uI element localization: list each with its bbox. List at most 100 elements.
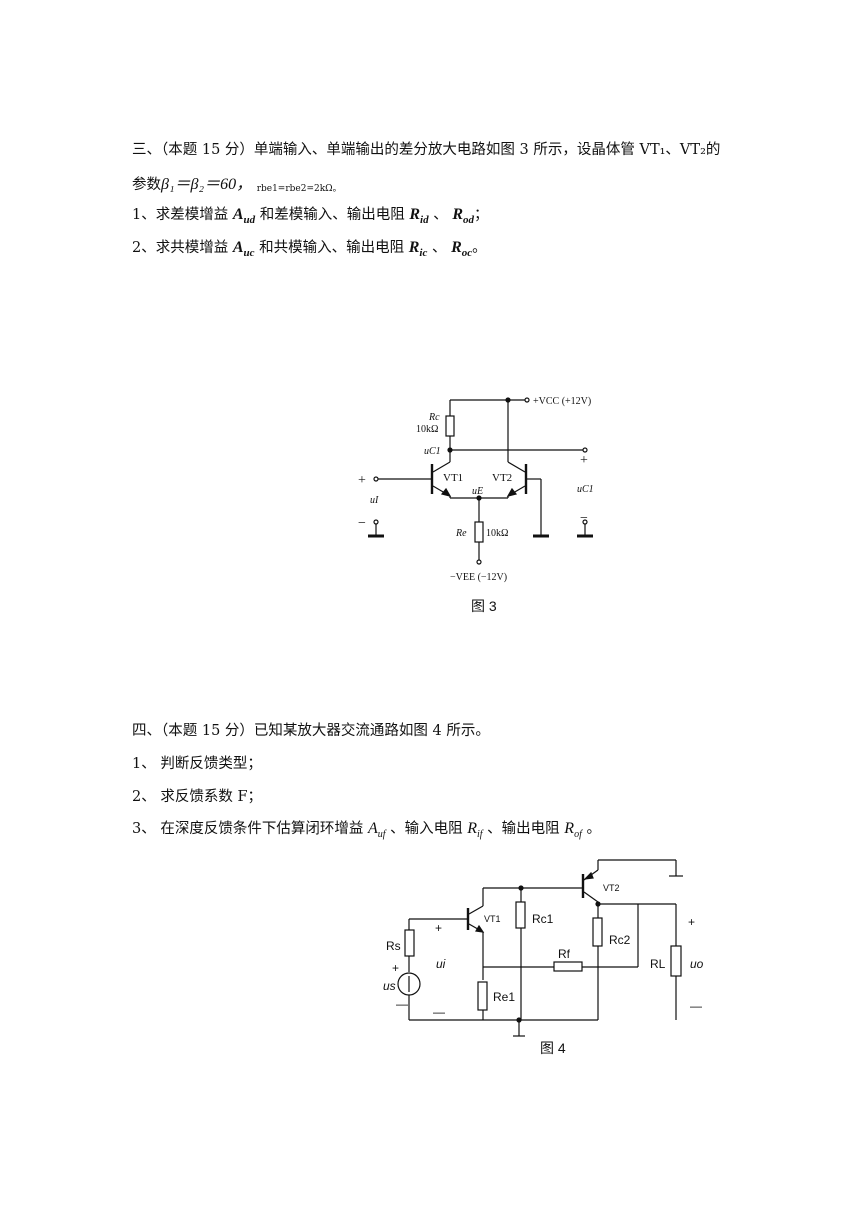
- problem3-q1: 1、求差模增益 Aud 和差模输入、输出电阻 Rid 、 Rod；: [132, 203, 488, 226]
- fig4-uo-minus: —: [690, 999, 702, 1013]
- fig3-out-minus: −: [580, 511, 588, 526]
- q2-ric-sub: ic: [419, 247, 428, 260]
- q2-text1: 2、求共模增益: [132, 240, 233, 256]
- fig4-uo-label: uo: [690, 957, 704, 971]
- fig3-vt2-collector: [507, 461, 526, 473]
- q3-rof: Rof: [564, 820, 582, 841]
- q1-end: ；: [473, 207, 489, 223]
- fig4-us-label: us: [383, 979, 396, 993]
- figure4-caption: 图 4: [540, 1040, 566, 1056]
- q2-auc: Auc: [232, 239, 255, 260]
- fig4-rc1-label: Rc1: [532, 912, 554, 926]
- fig3-vt1-label: VT1: [443, 472, 463, 484]
- q1-aud: Aud: [232, 206, 256, 227]
- q1-rod-main: R: [452, 206, 463, 223]
- fig3-uc1-label: uC1: [424, 446, 441, 457]
- figure3-caption: 图 3: [471, 598, 497, 614]
- q1-aud-sub: ud: [243, 214, 256, 227]
- problem3-line2-prefix: 参数: [132, 177, 161, 193]
- problem4-line1: 四、（本题 15 分）已知某放大器交流通路如图 4 所示。: [132, 723, 490, 739]
- fig3-vt2-arrow: [506, 487, 518, 497]
- fig4-rf-label: Rf: [558, 947, 571, 961]
- fig4-rs-resistor: [404, 929, 415, 957]
- q2-auc-main: A: [232, 239, 244, 256]
- fig4-ui-plus: +: [435, 921, 442, 935]
- fig4-us-plus: +: [392, 961, 399, 975]
- fig4-rs-label: Rs: [386, 939, 401, 953]
- q3-text2: 、输入电阻: [385, 821, 468, 837]
- q2-sep: 、: [427, 240, 452, 256]
- fig4-vt2-collector: [583, 891, 599, 903]
- fig3-in-plus: +: [358, 473, 366, 488]
- fig4-ui-label: ui: [436, 957, 446, 971]
- q3-rif-main: R: [467, 820, 478, 837]
- q3-rif-sub: if: [477, 829, 483, 841]
- fig4-node-c2: [595, 901, 601, 907]
- fig3-vcc-terminal: [524, 397, 530, 403]
- fig4-bottom-minus: —: [396, 997, 408, 1011]
- q1-text2: 和差模输入、输出电阻: [255, 207, 410, 223]
- fig4-vt1-label: VT1: [484, 914, 501, 924]
- q2-roc: Roc: [451, 239, 472, 259]
- q2-roc-main: R: [451, 239, 462, 256]
- problem3-line2: 参数β₁＝β₂＝60， rbe1=rbe2=2kΩ。: [132, 170, 342, 194]
- fig4-vt1-arrow: [475, 924, 485, 933]
- fig4-vt1-collector: [468, 905, 484, 915]
- q2-auc-sub: uc: [243, 247, 255, 260]
- fig4-vt2-label: VT2: [603, 883, 620, 893]
- fig4-rc2-label: Rc2: [609, 933, 631, 947]
- fig3-vcc-label: +VCC (+12V): [533, 396, 591, 407]
- q3-auf-sub: uf: [377, 829, 386, 841]
- q3-text3: 、输出电阻: [482, 821, 565, 837]
- q3-rif: Rif: [467, 820, 483, 841]
- fig4-rf-resistor: [553, 961, 583, 972]
- fig3-rc-value: 10kΩ: [416, 424, 438, 435]
- q3-end: 。: [581, 821, 601, 837]
- problem4-q1: 1、 判断反馈类型；: [132, 756, 262, 772]
- q3-auf-main: A: [367, 820, 378, 837]
- fig3-in-minus: −: [358, 516, 366, 531]
- fig3-uc1-out-label: uC1: [577, 484, 594, 495]
- problem3-q2: 2、求共模增益 Auc 和共模输入、输出电阻 Ric 、 Roc。: [132, 236, 487, 259]
- q2-text2: 和共模输入、输出电阻: [254, 240, 409, 256]
- q1-sep: 、: [428, 207, 453, 223]
- fig4-re1-resistor: [477, 981, 488, 1011]
- fig4-re1-label: Re1: [493, 990, 515, 1004]
- fig3-out-terminal-plus: [582, 447, 588, 453]
- fig3-out-plus: +: [580, 453, 588, 468]
- fig4-rl-label: RL: [650, 957, 666, 971]
- q3-rof-sub: of: [574, 829, 582, 841]
- problem3-rbe: rbe1=rbe2=2kΩ。: [256, 184, 342, 194]
- problem4-q2: 2、 求反馈系数 F；: [132, 789, 263, 805]
- problem3-line1: 三、（本题 15 分）单端输入、单端输出的差分放大电路如图 3 所示，设晶体管 …: [132, 142, 721, 158]
- fig3-ui-label: uI: [370, 495, 379, 506]
- q1-rod-sub: od: [462, 214, 474, 227]
- q1-rid-main: R: [409, 206, 421, 223]
- q3-rof-main: R: [564, 820, 575, 837]
- q1-rod: Rod: [452, 206, 474, 227]
- fig3-vee-label: −VEE (−12V): [450, 572, 507, 583]
- fig3-rc-label: Rc: [428, 412, 440, 423]
- q2-ric-main: R: [408, 239, 420, 256]
- q1-rid-sub: id: [420, 214, 429, 227]
- fig3-vt1-collector: [432, 461, 451, 473]
- fig4-ui-minus: —: [433, 1005, 445, 1019]
- problem4-q3: 3、 在深度反馈条件下估算闭环增益 Auf 、输入电阻 Rif 、输出电阻 Ro…: [132, 817, 601, 840]
- q1-rid: Rid: [409, 206, 429, 227]
- fig4-rl-resistor: [670, 945, 682, 977]
- fig3-vee-terminal: [476, 559, 482, 565]
- fig3-vt1-arrow: [440, 487, 452, 497]
- problem3-beta: β₁＝β₂＝60，: [161, 176, 253, 193]
- fig3-vt2-label: VT2: [492, 472, 512, 484]
- q1-text1: 1、求差模增益: [132, 207, 233, 223]
- fig3-ue-label: uE: [472, 486, 483, 497]
- q2-end: 。: [472, 240, 487, 256]
- fig3-re-label: Re: [455, 528, 467, 539]
- q1-aud-main: A: [232, 206, 244, 223]
- fig3-in-terminal-plus: [373, 476, 379, 482]
- q2-ric: Ric: [408, 239, 428, 260]
- q3-auf: Auf: [367, 820, 386, 841]
- fig4-vt2-arrow: [583, 871, 594, 880]
